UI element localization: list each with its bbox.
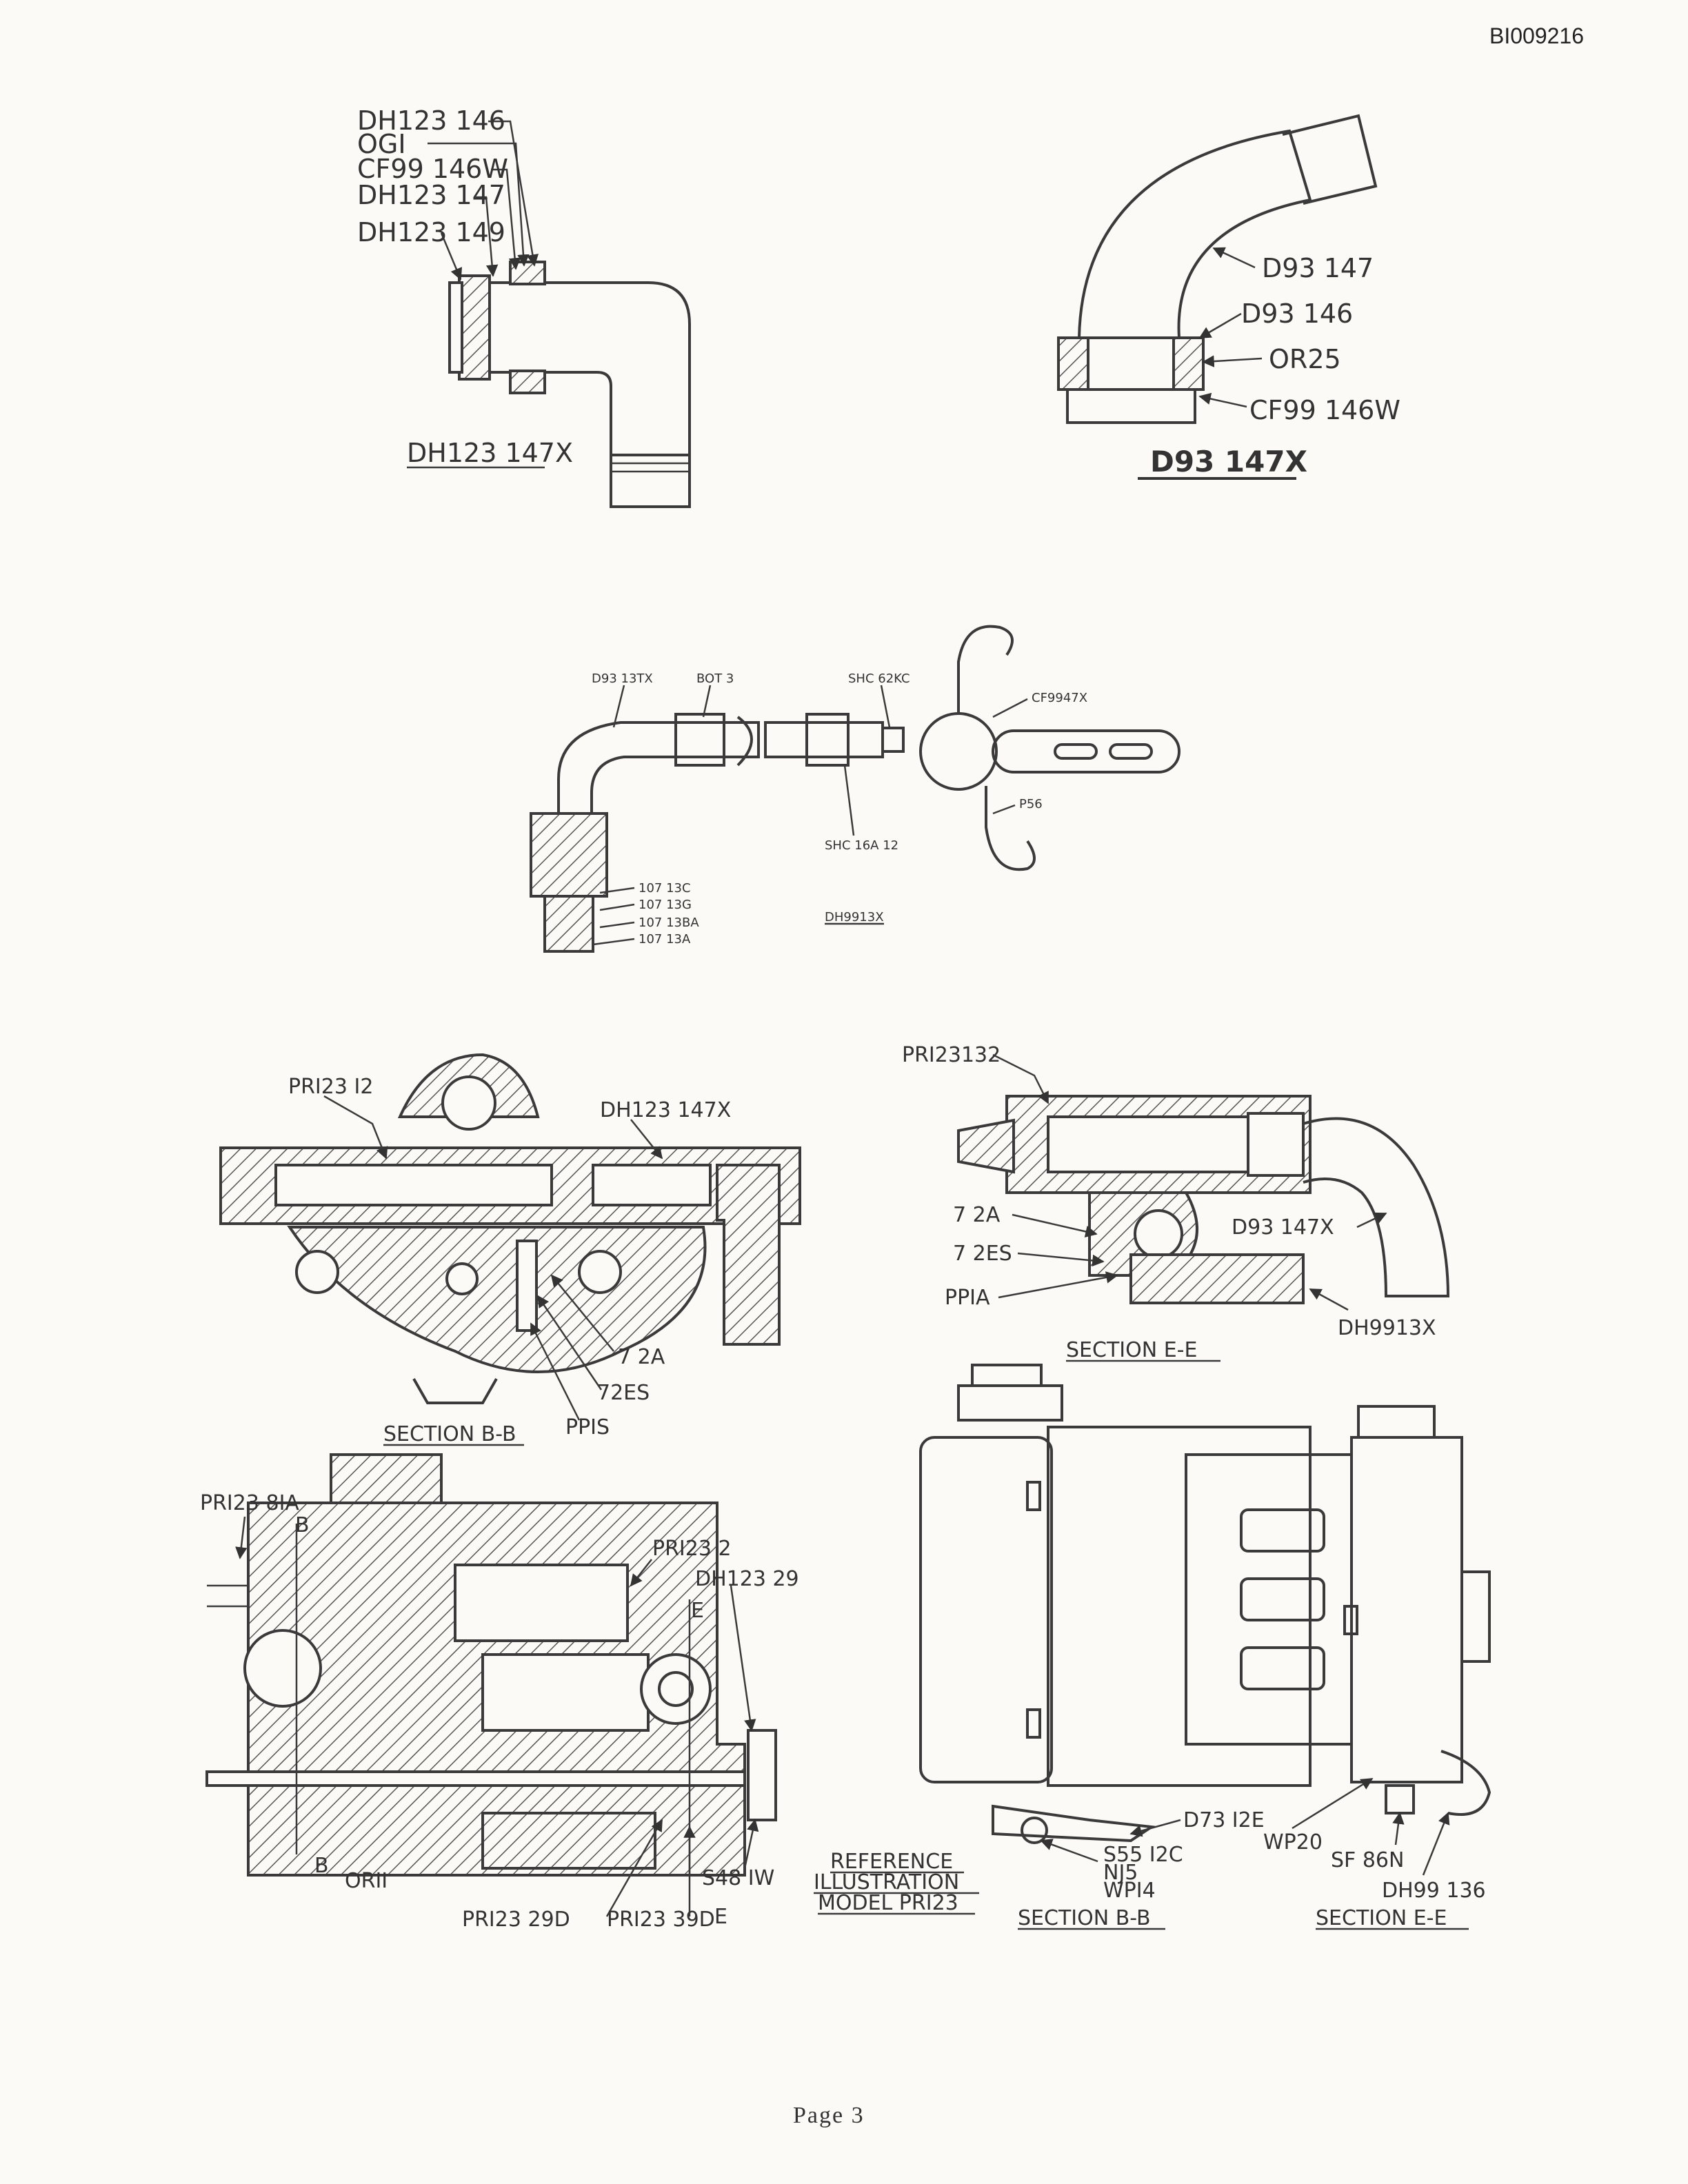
- label-shc-62kc: SHC 62KC: [848, 671, 910, 686]
- label-p56: P56: [1019, 797, 1043, 811]
- caption-dh9913x: DH9913X: [825, 910, 884, 924]
- detail-exterior-view: D73 I2E S55 I2C NJ5 WPI4 WP20 SF 86N DH9…: [919, 1364, 1491, 1930]
- label-orii: ORII: [345, 1869, 388, 1893]
- label-pri23-2: PRI23 2: [652, 1537, 732, 1561]
- document-id: BI009216: [1489, 23, 1585, 48]
- label-107-13g: 107 13G: [639, 898, 692, 912]
- caption-dh123-147x: DH123 147X: [407, 438, 573, 468]
- label-wpi4: WPI4: [1103, 1879, 1156, 1903]
- label-107-13ba: 107 13BA: [639, 916, 699, 930]
- label-s48-iw: S48 IW: [702, 1866, 774, 1890]
- label-cf99-146w-right: CF99 146W: [1249, 395, 1400, 425]
- label-72a-bb: 7 2A: [618, 1345, 665, 1369]
- reference-line-3: MODEL PRI23: [818, 1891, 958, 1915]
- caption-section-bb-exterior: SECTION B-B: [1018, 1906, 1151, 1930]
- label-pri23132: PRI23132: [902, 1043, 1001, 1067]
- label-107-13a: 107 13A: [639, 932, 691, 947]
- label-pri23-29d: PRI23 29D: [462, 1908, 570, 1932]
- detail-section-ee: PRI23132 7 2A 7 2ES PPIA D93 147X DH9913…: [902, 1043, 1450, 1362]
- label-d93-147x-ee: D93 147X: [1232, 1215, 1334, 1240]
- label-pri23-81a: PRI23 8IA: [200, 1491, 299, 1515]
- label-dh123-146: DH123 146: [357, 105, 505, 136]
- label-d93-146: D93 146: [1241, 299, 1353, 329]
- label-d73-12e: D73 I2E: [1183, 1808, 1265, 1832]
- label-dh123-147x-bb: DH123 147X: [600, 1098, 731, 1122]
- reference-line-2: ILLUSTRATION: [814, 1870, 959, 1894]
- label-s55-12c: S55 I2C: [1103, 1843, 1183, 1867]
- caption-section-ee-exterior: SECTION E-E: [1316, 1906, 1447, 1930]
- label-bot-3: BOT 3: [696, 671, 734, 686]
- label-cf99-146w: CF99 146W: [357, 154, 508, 184]
- reference-line-1: REFERENCE: [830, 1850, 953, 1874]
- label-b-top: B: [295, 1513, 310, 1537]
- label-dh123-149: DH123 149: [357, 217, 505, 247]
- caption-section-ee: SECTION E-E: [1066, 1338, 1197, 1362]
- label-e-top: E: [691, 1599, 704, 1623]
- detail-dh123-147x: DH123 146 OGI CF99 146W DH123 147 DH123 …: [357, 105, 691, 508]
- label-d93-147: D93 147: [1262, 253, 1374, 283]
- label-e-bottom: E: [714, 1905, 727, 1929]
- reference-illustration-note: REFERENCE ILLUSTRATION MODEL PRI23: [814, 1850, 979, 1915]
- label-ppia: PPIA: [945, 1286, 990, 1310]
- label-nj5: NJ5: [1103, 1861, 1138, 1885]
- detail-d93-147x: D93 147 D93 146 OR25 CF99 146W D93 147X: [1057, 114, 1400, 480]
- label-ppis: PPIS: [565, 1415, 610, 1439]
- detail-section-bb: PRI23 I2 DH123 147X 7 2A 72ES PPIS SECTI…: [219, 1053, 801, 1446]
- label-b-bottom: B: [314, 1854, 329, 1878]
- label-107-13c: 107 13C: [639, 881, 691, 896]
- label-shc-16a-12: SHC 16A 12: [825, 838, 898, 853]
- label-ogi: OGI: [357, 129, 406, 159]
- caption-d93-147x: D93 147X: [1150, 445, 1307, 478]
- page-number: Page 3: [793, 2103, 865, 2128]
- label-dh9913x-ee: DH9913X: [1338, 1316, 1436, 1340]
- label-pri23-12: PRI23 I2: [288, 1075, 373, 1099]
- detail-main-section: PRI23 8IA B PRI23 2 DH123 29 E B ORII S4…: [200, 1453, 799, 1932]
- label-or25: OR25: [1269, 344, 1341, 374]
- label-d93-13tx: D93 13TX: [592, 671, 653, 686]
- label-cf9947x: CF9947X: [1032, 691, 1087, 705]
- caption-section-bb: SECTION B-B: [383, 1422, 516, 1446]
- label-sf-86n: SF 86N: [1331, 1848, 1404, 1872]
- label-dh123-29: DH123 29: [695, 1567, 799, 1591]
- label-72es-ee: 7 2ES: [953, 1242, 1012, 1266]
- label-pri23-39d: PRI23 39D: [607, 1908, 715, 1932]
- label-72es-bb: 72ES: [597, 1381, 650, 1405]
- label-dh123-147: DH123 147: [357, 180, 505, 210]
- label-wp20: WP20: [1263, 1830, 1323, 1854]
- detail-dh9913x: D93 13TX BOT 3 SHC 62KC CF9947X P56 SHC …: [530, 625, 1180, 953]
- label-dh99-136: DH99 136: [1382, 1879, 1486, 1903]
- label-72a-ee: 7 2A: [953, 1203, 1001, 1227]
